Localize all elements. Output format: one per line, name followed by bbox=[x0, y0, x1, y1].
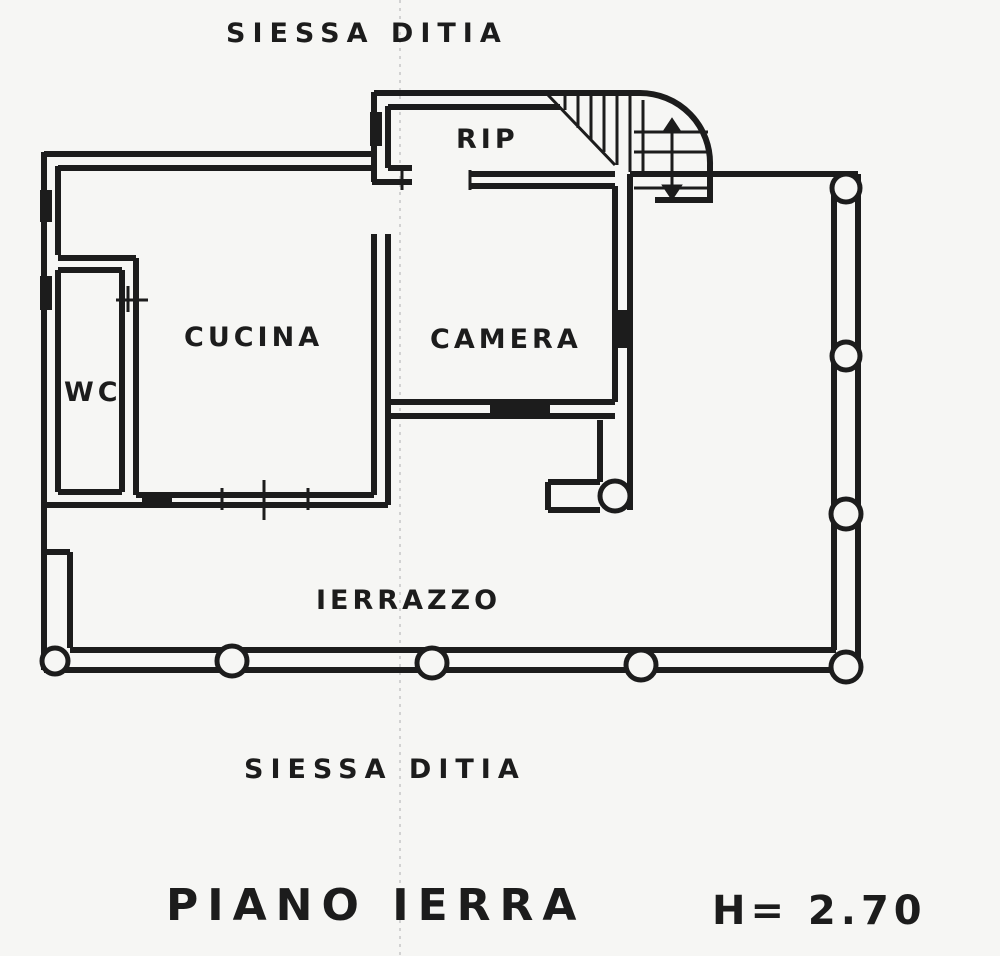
kitchen-wall-bottom bbox=[44, 492, 388, 508]
neighbor-label-bottom: SIESSA DITIA bbox=[244, 754, 526, 785]
window-mark bbox=[40, 190, 52, 222]
door-ticks bbox=[116, 170, 472, 520]
column bbox=[829, 339, 863, 373]
room-label-terrazzo: IERRAZZO bbox=[316, 585, 502, 616]
column bbox=[214, 643, 250, 679]
column bbox=[414, 645, 450, 681]
outer-wall-top-left bbox=[44, 151, 372, 171]
terrace-outline bbox=[41, 174, 861, 673]
camera-walls bbox=[388, 171, 633, 420]
column bbox=[39, 645, 71, 677]
door-mark bbox=[142, 493, 172, 507]
stair-walls bbox=[555, 90, 858, 203]
staircase bbox=[546, 93, 708, 201]
window-mark bbox=[490, 404, 550, 414]
column bbox=[597, 478, 633, 514]
kitchen-camera-divider bbox=[371, 234, 391, 505]
column bbox=[828, 496, 864, 532]
floor-title: PIANO IERRA bbox=[166, 880, 586, 931]
neighbor-label-top: SIESSA DITIA bbox=[226, 18, 508, 49]
column bbox=[828, 649, 864, 685]
room-label-camera: CAMERA bbox=[430, 324, 582, 355]
window-mark bbox=[370, 112, 382, 146]
room-label-wc: WC bbox=[64, 377, 122, 408]
room-label-rip: RIP bbox=[456, 124, 519, 155]
columns bbox=[39, 171, 864, 685]
ceiling-height: H= 2.70 bbox=[712, 888, 927, 934]
window-mark bbox=[40, 276, 52, 310]
window-mark bbox=[614, 310, 632, 348]
pillar-stub bbox=[545, 420, 633, 513]
room-label-cucina: CUCINA bbox=[184, 322, 324, 353]
wc-walls bbox=[55, 255, 139, 495]
column bbox=[623, 647, 659, 683]
column bbox=[829, 171, 863, 205]
wall-openings bbox=[40, 112, 632, 507]
